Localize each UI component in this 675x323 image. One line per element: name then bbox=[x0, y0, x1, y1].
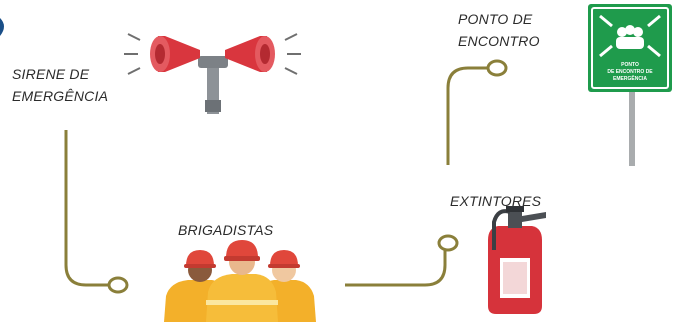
label-ponto-line2: ENCONTRO bbox=[458, 33, 540, 49]
connector-end-ring bbox=[437, 234, 459, 252]
connector-brigadistas-extintores bbox=[345, 250, 447, 287]
label-sirene-emergencia: SIRENE DE EMERGÊNCIA bbox=[12, 63, 122, 107]
siren-icon bbox=[124, 33, 301, 114]
connector-end-ring bbox=[486, 59, 508, 77]
label-ponto-encontro: PONTO DE ENCONTRO bbox=[458, 8, 568, 52]
connector-end-ring bbox=[107, 276, 129, 294]
firefighters-icon bbox=[164, 240, 316, 322]
meeting-point-sign-icon: PONTO DE ENCONTRO DE EMERGÊNCIA bbox=[588, 4, 672, 166]
label-ponto-line1: PONTO DE bbox=[458, 11, 533, 27]
label-sirene-line1: SIRENE DE bbox=[12, 66, 90, 82]
label-extintores: EXTINTORES bbox=[450, 193, 542, 209]
sign-text-1: PONTO bbox=[621, 62, 639, 68]
edge-fragment bbox=[0, 18, 4, 36]
sign-text-3: EMERGÊNCIA bbox=[613, 74, 647, 82]
connector-sirene-brigadistas bbox=[64, 130, 110, 287]
fire-extinguisher-icon bbox=[488, 206, 546, 314]
sign-text-2: DE ENCONTRO DE bbox=[607, 69, 653, 75]
label-brigadistas: BRIGADISTAS bbox=[178, 222, 274, 238]
connector-extintores-ponto bbox=[446, 66, 488, 165]
label-sirene-line2: EMERGÊNCIA bbox=[12, 88, 109, 104]
